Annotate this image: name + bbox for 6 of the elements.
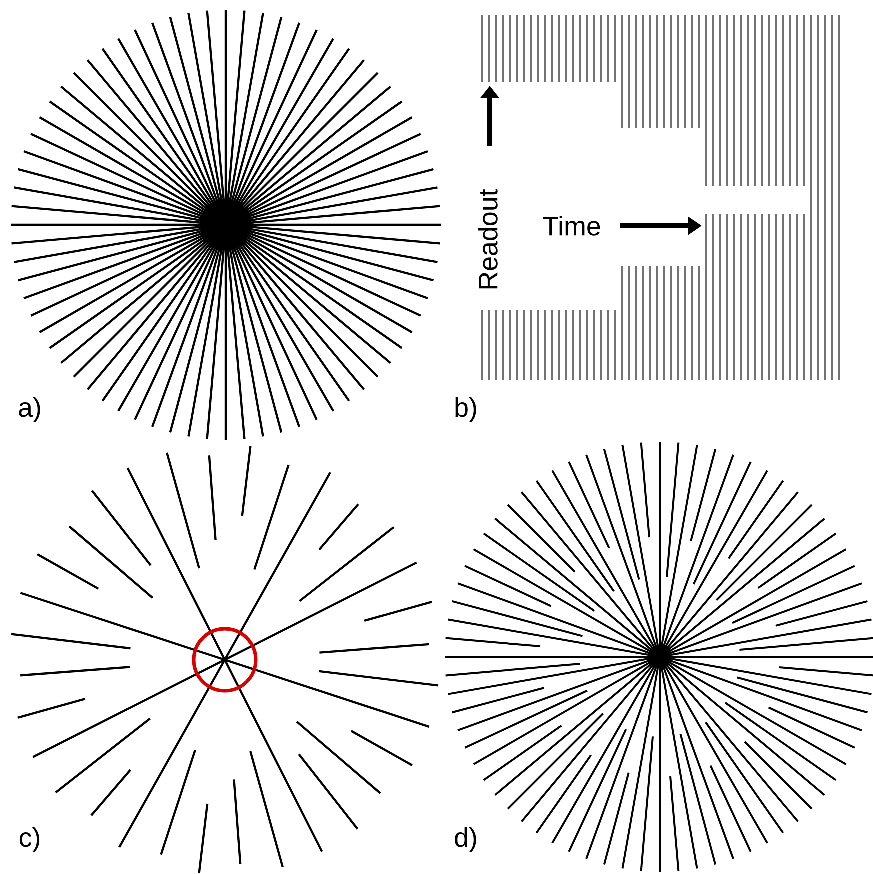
panel-label: b) (456, 397, 476, 423)
axis-label: Readout (478, 189, 498, 289)
axis-label: Time (543, 216, 600, 236)
panel-label: c) (20, 827, 40, 853)
panel-label: a) (19, 397, 40, 423)
panel-label: d) (455, 827, 476, 853)
